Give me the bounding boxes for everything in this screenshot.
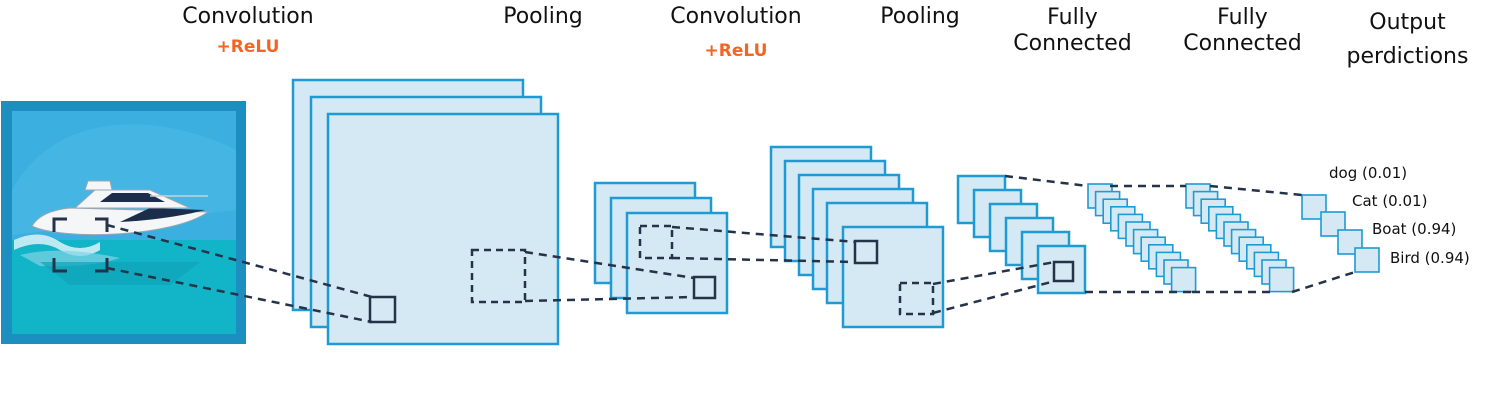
pool2-feature-maps — [956, 174, 1087, 295]
pool2-window — [1052, 260, 1075, 283]
prediction-label-dog: dog (0.01) — [1329, 164, 1408, 182]
output-node-4 — [1354, 247, 1380, 273]
pool1-feature-maps — [593, 181, 729, 315]
conn-fc2-output-top — [1209, 184, 1303, 197]
pool2-map-6 — [1036, 244, 1087, 295]
boat-reflection-icon — [40, 262, 200, 285]
input-image-wave — [14, 234, 100, 256]
conn-pool1-conv2-bottom — [671, 256, 857, 264]
stage-label-conv1: Convolution — [182, 4, 314, 29]
fc1-neurons — [1087, 183, 1197, 293]
conn-pool2-fc1-top — [1004, 174, 1089, 188]
input-focus-brackets — [52, 217, 109, 273]
conv1-map-3 — [326, 112, 560, 346]
conv2-pool-window — [898, 281, 935, 316]
stage-label-output: Output perdictions — [1346, 10, 1469, 69]
output-node-3 — [1337, 229, 1363, 255]
fc2-neurons — [1185, 183, 1295, 293]
conv1-feature-maps — [291, 78, 560, 346]
stage-sub-conv1: +ReLU — [216, 37, 280, 57]
conn-input-conv1-bottom — [106, 266, 373, 324]
prediction-label-bird: Bird (0.94) — [1390, 249, 1470, 267]
conn-conv1-pool1-bottom — [524, 295, 695, 303]
input-image — [1, 101, 246, 344]
boat-stripe-icon — [120, 208, 205, 222]
fc2-neuron-12 — [1268, 266, 1295, 293]
conn-fc2-output-bottom — [1291, 270, 1356, 294]
boat-mast-icon — [84, 180, 113, 191]
prediction-label-boat: Boat (0.94) — [1372, 220, 1457, 238]
conv2-map-6 — [841, 225, 945, 329]
pool1-window — [692, 275, 717, 300]
conn-conv2-pool2-bottom — [932, 279, 1056, 315]
output-nodes — [1301, 194, 1380, 273]
stage-sub-conv2: +ReLU — [704, 41, 768, 61]
stage-label-conv2: Convolution — [670, 4, 802, 29]
stage-label-fc2: Fully Connected — [1183, 5, 1302, 56]
conn-pool1-conv2-top — [671, 225, 857, 244]
stage-label-fc1: Fully Connected — [1013, 5, 1132, 56]
conn-input-conv1-top — [106, 223, 373, 299]
conv1-pool-window — [470, 248, 527, 304]
stage-label-pool2: Pooling — [880, 4, 960, 29]
conv2-feature-maps — [769, 145, 945, 329]
conv2-window — [853, 239, 879, 265]
pool1-dashed-window — [638, 224, 674, 260]
connections — [106, 174, 1356, 324]
conn-conv1-pool1-top — [524, 250, 695, 280]
stage-label-pool1: Pooling — [503, 4, 583, 29]
boat-windows-icon — [100, 193, 165, 202]
prediction-label-cat: Cat (0.01) — [1352, 192, 1428, 210]
conv1-window — [368, 295, 397, 324]
pool1-map-3 — [625, 211, 729, 315]
conn-conv2-pool2-top — [932, 260, 1056, 286]
fc1-neuron-12 — [1170, 266, 1197, 293]
